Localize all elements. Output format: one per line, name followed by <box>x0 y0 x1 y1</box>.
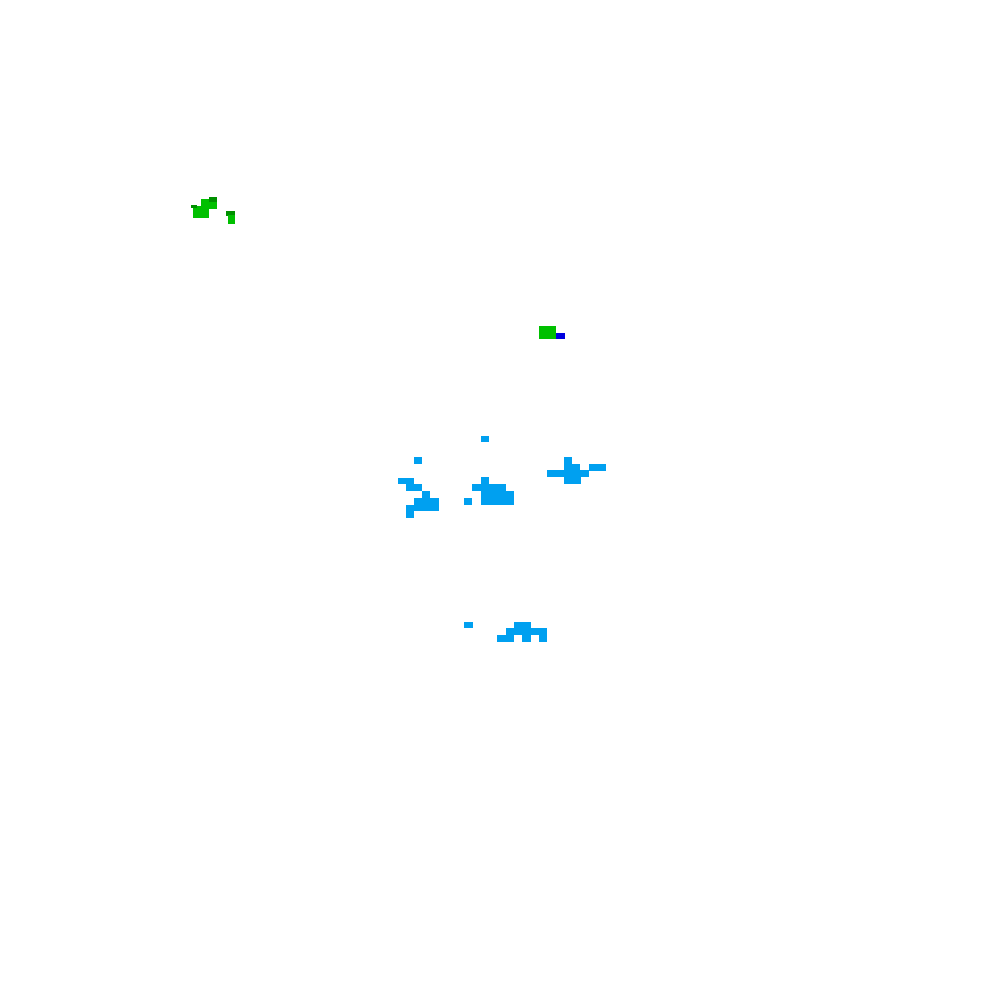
light-blue-pixel <box>564 457 572 464</box>
green-pixel <box>193 206 209 218</box>
green-pixel <box>539 326 556 339</box>
light-blue-pixel <box>481 491 514 505</box>
light-blue-pixel <box>481 436 489 442</box>
green-cluster-center <box>539 326 565 339</box>
light-blue-pixel <box>422 491 430 498</box>
light-blue-pixel <box>481 477 489 484</box>
light-blue-cluster-bottom <box>464 622 547 642</box>
green-cluster-top-left <box>191 197 235 224</box>
blue-pixel <box>556 333 565 339</box>
green-pixel <box>228 215 235 224</box>
light-blue-pixel <box>589 464 606 471</box>
light-blue-cluster-right <box>547 457 606 484</box>
light-blue-cluster-center <box>398 436 514 518</box>
light-blue-pixel <box>497 635 514 642</box>
light-blue-pixel <box>464 498 472 505</box>
light-blue-pixel <box>547 470 589 477</box>
light-blue-pixel <box>514 622 531 628</box>
light-blue-pixel <box>564 477 581 484</box>
green-pixel <box>226 211 235 216</box>
light-blue-pixel <box>564 464 580 471</box>
light-blue-pixel <box>406 484 422 491</box>
light-blue-pixel <box>414 498 439 511</box>
green-pixel <box>201 199 217 209</box>
light-blue-pixel <box>472 484 506 491</box>
light-blue-pixel <box>506 628 547 635</box>
green-pixel <box>209 197 217 202</box>
light-blue-pixel <box>414 457 422 464</box>
green-pixel <box>191 205 197 208</box>
light-blue-pixel <box>539 635 547 642</box>
light-blue-pixel <box>464 622 473 628</box>
light-blue-pixel <box>522 635 531 642</box>
light-blue-pixel <box>406 505 414 518</box>
light-blue-pixel <box>398 478 414 484</box>
